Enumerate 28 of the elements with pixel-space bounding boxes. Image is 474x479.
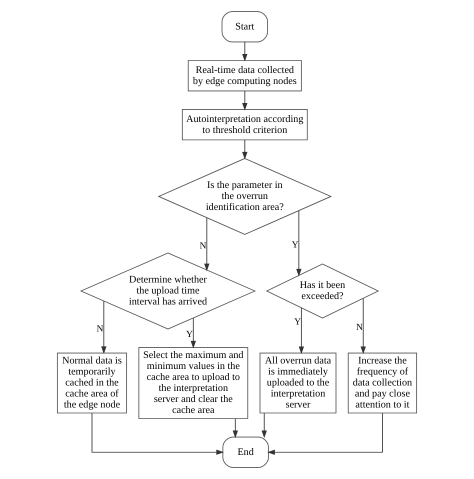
edge-label: Y bbox=[292, 240, 298, 250]
edge-label: Y bbox=[294, 318, 301, 328]
arrow bbox=[298, 307, 304, 354]
node-diamond: Has it been exceeded? bbox=[266, 264, 380, 318]
edge-label: N bbox=[200, 241, 206, 252]
node-box: Start bbox=[222, 11, 268, 42]
node-box: All overrun data is immediately uploaded to the interpretation server bbox=[260, 352, 336, 414]
node-box: Increase the frequency of data collection and pay close attention to it bbox=[348, 352, 418, 414]
node-box: Autointerpretation according to threshold criterion bbox=[182, 109, 308, 140]
arrow bbox=[267, 412, 383, 455]
arrow bbox=[232, 418, 238, 438]
arrow bbox=[242, 90, 248, 111]
arrow bbox=[190, 318, 196, 348]
arrow bbox=[92, 412, 224, 455]
edge-label: N bbox=[356, 323, 363, 334]
node-diamond: Is the parameter in the overrun identification area? bbox=[158, 158, 332, 235]
arrow bbox=[242, 42, 248, 62]
edge-label: Y bbox=[186, 330, 193, 340]
arrow bbox=[101, 300, 106, 354]
node-box: Real-time data collected by edge computing nodes bbox=[188, 60, 302, 92]
arrow bbox=[262, 412, 267, 438]
arrow bbox=[296, 210, 302, 277]
arrow bbox=[360, 298, 366, 354]
node-box: Select the maximum and minimum values in the cache area to upload to the interpretation server and clear the cache area bbox=[138, 347, 248, 419]
node-box: Normal data is temporarily cached in the cache area of the edge node bbox=[56, 352, 128, 414]
arrow bbox=[242, 139, 248, 160]
node-box: End bbox=[222, 436, 269, 468]
arrow bbox=[204, 217, 210, 272]
